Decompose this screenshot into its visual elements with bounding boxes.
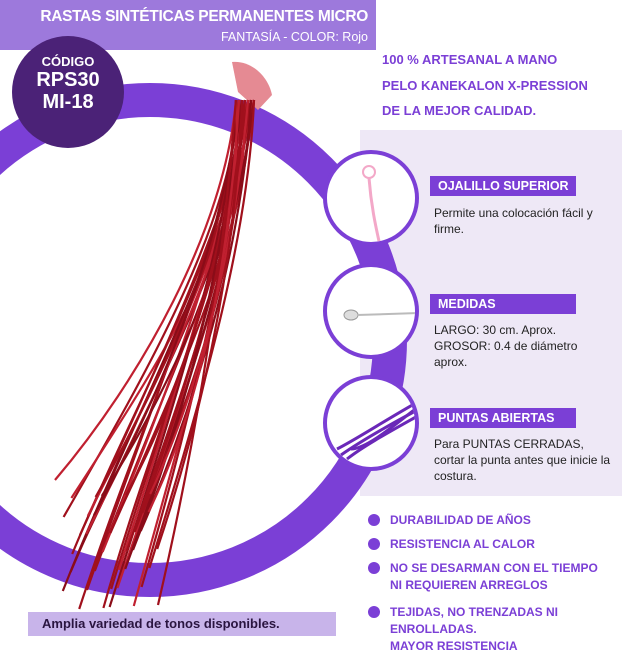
code-label: CÓDIGO bbox=[41, 54, 95, 69]
bullet-icon bbox=[368, 538, 380, 550]
hair-strand bbox=[148, 99, 256, 569]
product-subtitle: FANTASÍA - COLOR: Rojo bbox=[220, 30, 368, 44]
code-value-1: RPS30 bbox=[36, 69, 100, 91]
loop-thumbnail bbox=[323, 150, 419, 246]
hair-strand bbox=[54, 99, 238, 481]
bullet-icon bbox=[368, 606, 380, 618]
feature-desc: LARGO: 30 cm. Aprox. GROSOR: 0.4 de diám… bbox=[434, 323, 578, 369]
benefit-item: TEJIDAS, NO TRENZADAS NI ENROLLADAS.MAYO… bbox=[368, 604, 640, 655]
header-band: RASTAS SINTÉTICAS PERMANENTES MICRO FANT… bbox=[0, 0, 376, 50]
intro-line: DE LA MEJOR CALIDAD. bbox=[382, 103, 537, 118]
intro-line: PELO KANEKALON X-PRESSION bbox=[382, 78, 588, 93]
intro-line: 100 % ARTESANAL A MANO bbox=[382, 52, 558, 67]
caption-bar: Amplia variedad de tonos disponibles. bbox=[28, 612, 336, 636]
benefit-item: DURABILIDAD DE AÑOS bbox=[368, 512, 531, 529]
feature-title: PUNTAS ABIERTAS bbox=[430, 408, 576, 428]
size-thumbnail bbox=[323, 263, 419, 359]
code-badge: CÓDIGO RPS30 MI-18 bbox=[12, 36, 124, 148]
bullet-icon bbox=[368, 562, 380, 574]
bullet-icon bbox=[368, 514, 380, 526]
tips-thumbnail bbox=[323, 375, 419, 471]
hair-strand bbox=[61, 99, 247, 592]
benefit-item: RESISTENCIA AL CALOR bbox=[368, 536, 535, 553]
hair-strand bbox=[147, 99, 241, 513]
hair-strand bbox=[156, 99, 244, 550]
product-hair-image bbox=[54, 61, 272, 610]
product-title: RASTAS SINTÉTICAS PERMANENTES MICRO bbox=[40, 8, 368, 25]
feature-desc: Permite una colocación fácil y firme. bbox=[434, 206, 593, 236]
hair-strand bbox=[139, 99, 253, 532]
feature-title: OJALILLO SUPERIOR bbox=[430, 176, 576, 196]
feature-desc: Para PUNTAS CERRADAS, cortar la punta an… bbox=[434, 437, 611, 483]
code-value-2: MI-18 bbox=[42, 91, 94, 113]
feature-title: MEDIDAS bbox=[430, 294, 576, 314]
